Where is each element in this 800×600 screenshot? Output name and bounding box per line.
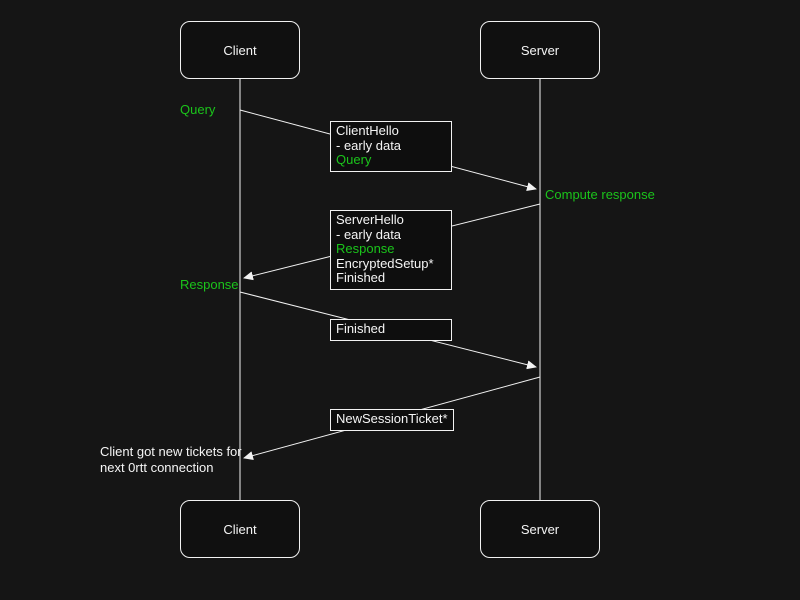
- actor-server-bottom-label: Server: [520, 521, 560, 537]
- message-line: Finished: [336, 321, 386, 336]
- actor-server-top: Server: [480, 21, 600, 79]
- actor-client-top-label: Client: [223, 42, 257, 58]
- message-box-clienthello: ClientHello - early data Query: [330, 121, 452, 172]
- actor-client-bottom-label: Client: [223, 521, 257, 537]
- label-compute-response: Compute response: [545, 187, 655, 202]
- note-line-2: next 0rtt connection: [100, 460, 214, 475]
- label-response: Response: [180, 277, 239, 292]
- note-new-tickets: Client got new tickets for next 0rtt con…: [100, 444, 242, 476]
- message-box-serverhello: ServerHello - early data Response Encryp…: [330, 210, 452, 290]
- note-line-1: Client got new tickets for: [100, 444, 242, 459]
- message-line: ClientHello: [336, 123, 399, 138]
- actor-client-bottom: Client: [180, 500, 300, 558]
- message-line: Finished: [336, 270, 386, 285]
- actor-client-top: Client: [180, 21, 300, 79]
- actor-server-top-label: Server: [520, 42, 560, 58]
- message-line-highlight: Response: [336, 241, 395, 256]
- message-line: NewSessionTicket*: [336, 411, 448, 426]
- message-box-finished: Finished: [330, 319, 452, 341]
- message-line: - early data: [336, 137, 402, 153]
- message-line: - early data: [336, 226, 402, 242]
- label-query: Query: [180, 102, 216, 117]
- actor-server-bottom: Server: [480, 500, 600, 558]
- message-line: ServerHello: [336, 212, 404, 227]
- message-line-highlight: Query: [336, 152, 372, 167]
- message-box-newsessionticket: NewSessionTicket*: [330, 409, 454, 431]
- message-line: EncryptedSetup*: [336, 255, 434, 271]
